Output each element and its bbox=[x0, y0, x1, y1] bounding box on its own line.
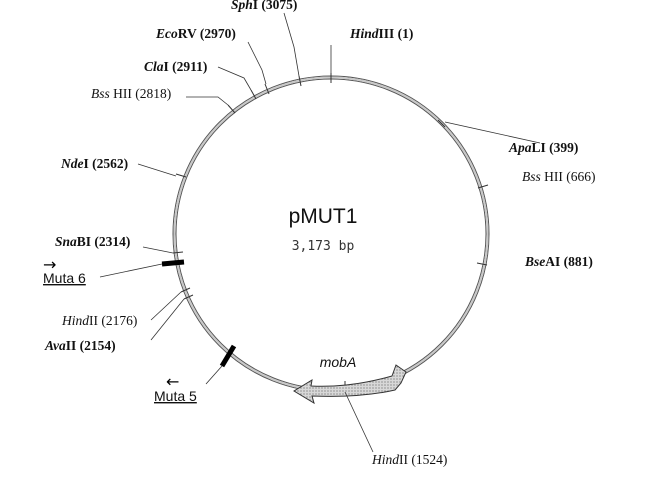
primer-label-muta5: Muta 5 bbox=[154, 388, 197, 404]
leader-hind1524 bbox=[344, 391, 374, 453]
site-label-sph: SphI (3075) bbox=[231, 0, 297, 12]
site-label-ecorv: EcoRV (2970) bbox=[155, 26, 236, 41]
leader-muta6 bbox=[99, 263, 163, 278]
tick-apa bbox=[437, 119, 446, 128]
tick-nde bbox=[175, 173, 187, 178]
tick-bse bbox=[476, 262, 488, 266]
tick-hind2176 bbox=[180, 287, 191, 293]
plasmid-name: pMUT1 bbox=[289, 205, 358, 228]
leader-hind2176 bbox=[150, 291, 182, 321]
site-label-bse: BseAI (881) bbox=[524, 254, 593, 269]
tick-bss2818 bbox=[227, 104, 236, 114]
primer-label-muta6: Muta 6 bbox=[43, 270, 86, 286]
site-label-bss666: Bss HII (666) bbox=[522, 169, 596, 184]
site-label-apa: ApaLI (399) bbox=[508, 140, 578, 155]
tick-bss666 bbox=[477, 184, 489, 189]
mobA-gene-arrow bbox=[293, 364, 407, 405]
site-label-cla: ClaI (2911) bbox=[144, 59, 207, 74]
tick-sna bbox=[172, 251, 184, 254]
leader-lines bbox=[99, 12, 541, 453]
site-label-bss2818: Bss HII (2818) bbox=[91, 86, 171, 101]
primer-bar-muta5 bbox=[219, 344, 237, 368]
tick-cla bbox=[250, 89, 257, 100]
leader-sph bbox=[283, 12, 300, 77]
arrow-left-icon: ← bbox=[166, 372, 179, 391]
gene-label-mobA: mobA bbox=[320, 354, 357, 370]
primer-bar-muta6 bbox=[161, 259, 185, 267]
leader-ecorv bbox=[247, 41, 267, 85]
leader-ava bbox=[150, 298, 185, 341]
tick-sph bbox=[298, 75, 302, 87]
site-label-nde: NdeI (2562) bbox=[60, 156, 128, 171]
leader-bss2818 bbox=[186, 96, 229, 106]
leader-sna bbox=[142, 246, 174, 254]
tick-ecorv bbox=[264, 83, 270, 95]
arrow-right-icon: → bbox=[43, 255, 56, 274]
site-label-hindiii: HindIII (1) bbox=[349, 26, 413, 41]
leader-muta5 bbox=[205, 365, 223, 385]
site-label-hind1524: HindII (1524) bbox=[371, 452, 447, 467]
leader-apa bbox=[444, 121, 541, 144]
plasmid-size: 3,173 bp bbox=[292, 239, 355, 254]
site-label-ava: AvaII (2154) bbox=[44, 338, 116, 353]
site-label-sna: SnaBI (2314) bbox=[55, 234, 130, 249]
tick-ava bbox=[183, 294, 194, 300]
leader-nde bbox=[137, 163, 177, 177]
leader-cla bbox=[217, 66, 252, 91]
site-label-hind2176: HindII (2176) bbox=[61, 313, 137, 328]
